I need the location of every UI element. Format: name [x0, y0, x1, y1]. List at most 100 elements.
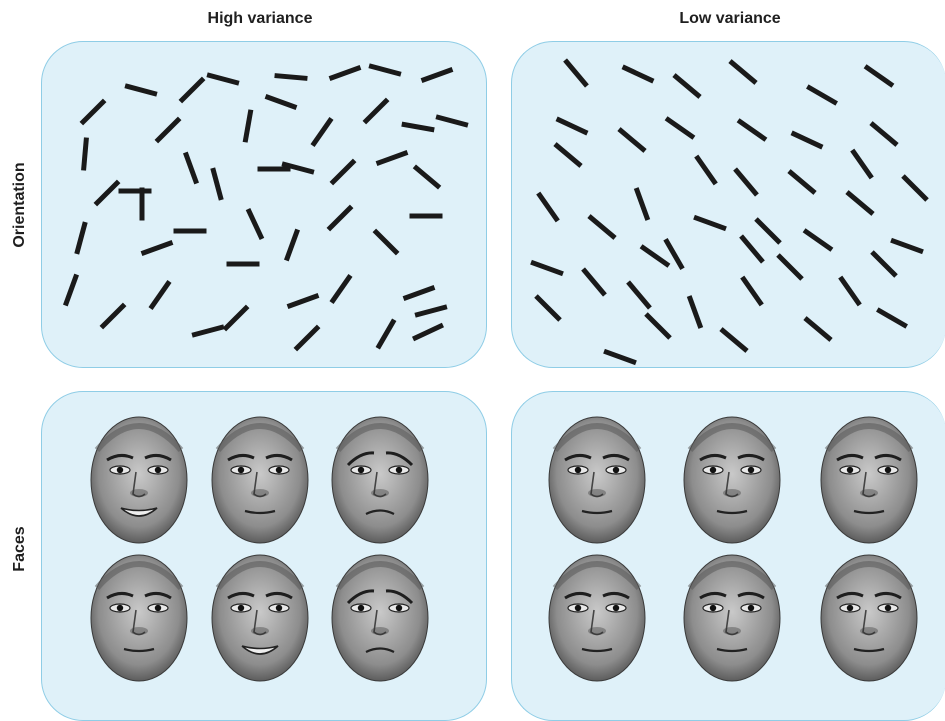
oriented-bar: [617, 127, 647, 153]
oriented-bar: [870, 250, 898, 278]
oriented-bar: [536, 191, 560, 223]
oriented-bar: [581, 267, 607, 297]
row-title-faces: Faces: [11, 526, 28, 572]
orientation-high-variance-bars: [63, 63, 469, 352]
oriented-bar: [222, 304, 250, 332]
oriented-bar: [803, 316, 833, 342]
face-happy: [211, 554, 309, 682]
face-neutral: [548, 416, 646, 544]
oriented-bar: [245, 207, 265, 241]
oriented-bar: [191, 324, 225, 338]
faces-low-variance-grid: [548, 416, 918, 682]
oriented-bar: [693, 214, 727, 232]
faces-low-variance-panel: [511, 391, 945, 721]
oriented-bar: [274, 73, 308, 81]
face-neutral: [820, 416, 918, 544]
oriented-bar: [226, 261, 260, 267]
oriented-bar: [694, 154, 718, 186]
row-title-orientation: Orientation: [11, 162, 28, 248]
oriented-bar: [148, 280, 172, 310]
oriented-bar: [411, 322, 445, 342]
oriented-bar: [626, 280, 652, 310]
oriented-bar: [178, 76, 206, 104]
oriented-bar: [736, 118, 768, 142]
oriented-bar: [414, 304, 448, 318]
oriented-bar: [587, 214, 617, 240]
oriented-bar: [644, 312, 672, 340]
oriented-bar: [633, 187, 651, 221]
oriented-bar: [603, 348, 637, 366]
oriented-bar: [639, 244, 671, 268]
oriented-bar: [534, 294, 562, 322]
oriented-bar: [81, 137, 89, 171]
oriented-bar: [362, 97, 390, 125]
oriented-bar: [621, 64, 655, 84]
oriented-bar: [93, 179, 121, 207]
oriented-bar: [876, 307, 908, 329]
oriented-bar: [264, 94, 298, 110]
oriented-bar: [63, 273, 79, 307]
face-happy: [90, 416, 188, 544]
oriented-bar: [776, 253, 804, 281]
oriented-bar: [530, 259, 564, 277]
oriented-bar: [664, 116, 696, 140]
oriented-bar: [901, 174, 929, 202]
face-neutral: [90, 554, 188, 682]
oriented-bar: [869, 121, 899, 147]
faces-high-variance-panel: [41, 391, 487, 721]
orientation-low-variance-panel: [511, 41, 945, 368]
oriented-bar: [838, 275, 862, 307]
oriented-bar: [326, 204, 354, 232]
oriented-bar: [124, 83, 158, 97]
oriented-bar: [728, 59, 758, 85]
oriented-bar: [563, 58, 589, 88]
oriented-bar: [183, 151, 199, 185]
oriented-bar: [890, 237, 924, 255]
oriented-bar: [257, 166, 291, 172]
orientation-low-variance-bars: [530, 58, 929, 366]
oriented-bar: [733, 167, 759, 197]
face-neutral: [820, 554, 918, 682]
oriented-bar: [435, 114, 469, 128]
oriented-bar: [420, 67, 454, 83]
oriented-bar: [286, 293, 320, 309]
oriented-bar: [281, 161, 315, 175]
oriented-bar: [372, 228, 400, 256]
face-neutral: [211, 416, 309, 544]
face-sad: [331, 554, 429, 682]
oriented-bar: [375, 150, 409, 166]
oriented-bar: [118, 188, 152, 194]
oriented-bar: [140, 240, 174, 256]
oriented-bar: [99, 302, 127, 330]
oriented-bar: [329, 274, 353, 304]
oriented-bar: [719, 327, 749, 353]
oriented-bar: [663, 238, 685, 270]
face-neutral: [683, 554, 781, 682]
oriented-bar: [402, 285, 436, 301]
oriented-bar: [368, 63, 402, 77]
oriented-bar: [409, 213, 443, 219]
oriented-bar: [672, 73, 702, 99]
oriented-bar: [206, 72, 240, 86]
oriented-bar: [555, 116, 589, 136]
oriented-bar: [139, 187, 145, 221]
oriented-bar: [284, 228, 300, 262]
oriented-bar: [329, 158, 357, 186]
oriented-bar: [310, 117, 334, 147]
oriented-bar: [154, 116, 182, 144]
oriented-bar: [375, 318, 397, 350]
oriented-bar: [739, 234, 765, 264]
oriented-bar: [850, 148, 874, 180]
oriented-bar: [845, 190, 875, 216]
oriented-bar: [293, 324, 321, 352]
column-title-low-variance: Low variance: [679, 10, 781, 27]
oriented-bar: [79, 98, 107, 126]
oriented-bar: [863, 64, 895, 88]
oriented-bar: [754, 217, 782, 245]
oriented-bar: [74, 221, 88, 255]
face-neutral: [683, 416, 781, 544]
oriented-bar: [740, 275, 764, 307]
oriented-bar: [412, 164, 442, 190]
oriented-bar: [806, 84, 838, 106]
oriented-bar: [242, 109, 254, 143]
